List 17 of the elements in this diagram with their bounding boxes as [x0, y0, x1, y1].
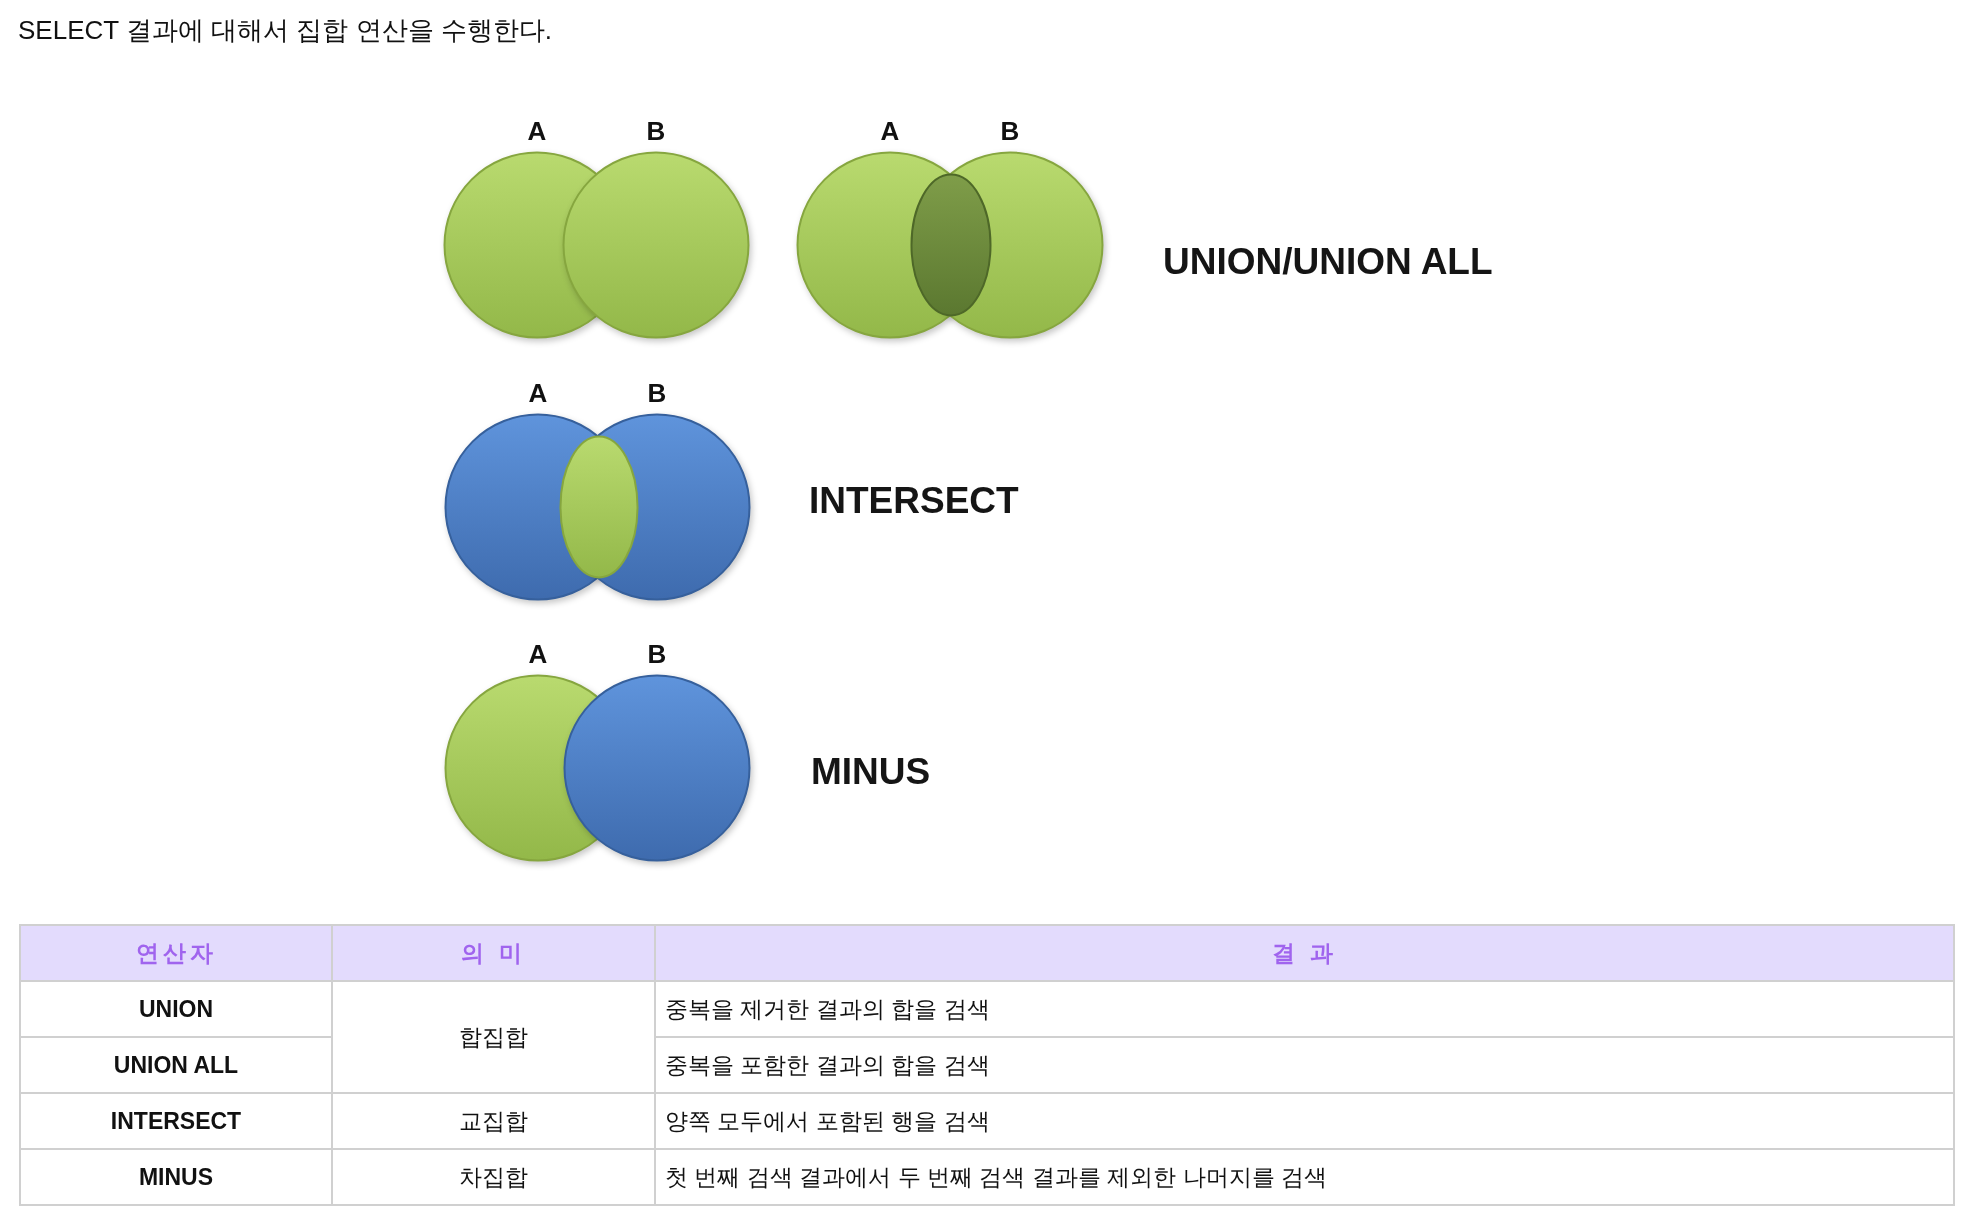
operator-label: MINUS — [811, 751, 931, 793]
set-label: B — [646, 117, 666, 145]
set-label: B — [647, 379, 667, 407]
set-label: A — [528, 640, 548, 668]
operator-label: INTERSECT — [809, 480, 1019, 522]
column-header: 의 미 — [331, 924, 656, 982]
set-label: B — [1000, 117, 1020, 145]
heading: SELECT 결과에 대해서 집합 연산을 수행한다. — [18, 14, 552, 47]
set-label: A — [527, 117, 547, 145]
column-header: 연산자 — [19, 924, 333, 982]
set-label: A — [880, 117, 900, 145]
set-label: A — [528, 379, 548, 407]
set-label: B — [647, 640, 667, 668]
column-header: 결 과 — [654, 924, 1955, 982]
table-cell: MINUS — [19, 1148, 333, 1206]
operator-label: UNION/UNION ALL — [1163, 241, 1493, 283]
table-cell: 첫 번째 검색 결과에서 두 번째 검색 결과를 제외한 나머지를 검색 — [654, 1148, 1955, 1206]
